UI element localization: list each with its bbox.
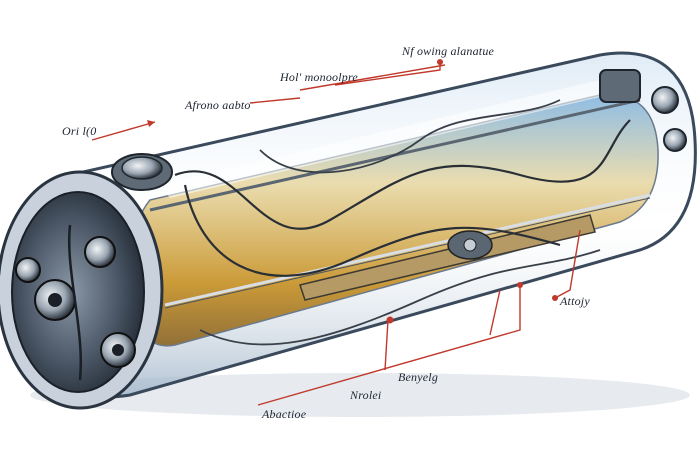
- callout-label-top-left: Ori l(0: [62, 124, 97, 138]
- callout-label-bottom-left: Abactioe: [262, 407, 307, 421]
- end-cap-port-left: [15, 257, 41, 283]
- wire-harness-2: [183, 184, 561, 277]
- guide-rod-lower: [164, 193, 651, 307]
- piston-shaft: [299, 214, 596, 301]
- right-end-bracket: [599, 69, 641, 103]
- end-cap-port-lower-hole: [112, 344, 124, 356]
- callout-line-upper-mid-left: [249, 97, 301, 104]
- callout-line-bottom-left: [257, 285, 521, 406]
- end-cap-wire: [68, 224, 82, 381]
- callout-arrow-top-left: [147, 120, 155, 127]
- end-cap-port-upper: [84, 236, 116, 268]
- callout-marker-bottom-right: [517, 282, 523, 288]
- guide-rod-lower-edge: [164, 197, 651, 309]
- callout-line-bottom-mid: [384, 319, 389, 371]
- callout-label-upper-mid: Hol' monoolpre: [280, 70, 358, 84]
- callout-line-top-left: [91, 121, 156, 141]
- glass-highlight: [160, 81, 630, 198]
- callout-label-upper-mid-left: Afrono aabto: [185, 98, 251, 112]
- callout-marker-top-right: [437, 59, 443, 65]
- callout-label-bottom-mid: Nrolei: [350, 388, 382, 402]
- wire-harness-4: [199, 249, 601, 346]
- callout-label-bottom-right: Benyelg: [398, 370, 439, 384]
- callout-label-right: Attojy: [560, 294, 590, 308]
- top-sensor-cap: [121, 156, 163, 180]
- callout-markers: [147, 59, 558, 324]
- end-fitting-lower: [663, 128, 687, 152]
- callout-line-right: [554, 229, 581, 299]
- callout-line-top-right: [299, 64, 446, 91]
- end-fitting-upper: [651, 86, 679, 114]
- callout-marker-right: [552, 295, 558, 301]
- callout-marker-bottom-mid: [386, 316, 394, 324]
- callout-line-bottom-right: [489, 289, 501, 336]
- end-cap-port-center-hole: [48, 293, 62, 307]
- callout-lines: [91, 60, 581, 406]
- wire-harness-3: [259, 99, 561, 174]
- cylinder-shadow: [30, 373, 690, 417]
- wire-harness-1: [174, 119, 631, 230]
- callout-label-top-right: Nf owing alanatue: [402, 44, 495, 58]
- piston-bolt: [463, 238, 477, 252]
